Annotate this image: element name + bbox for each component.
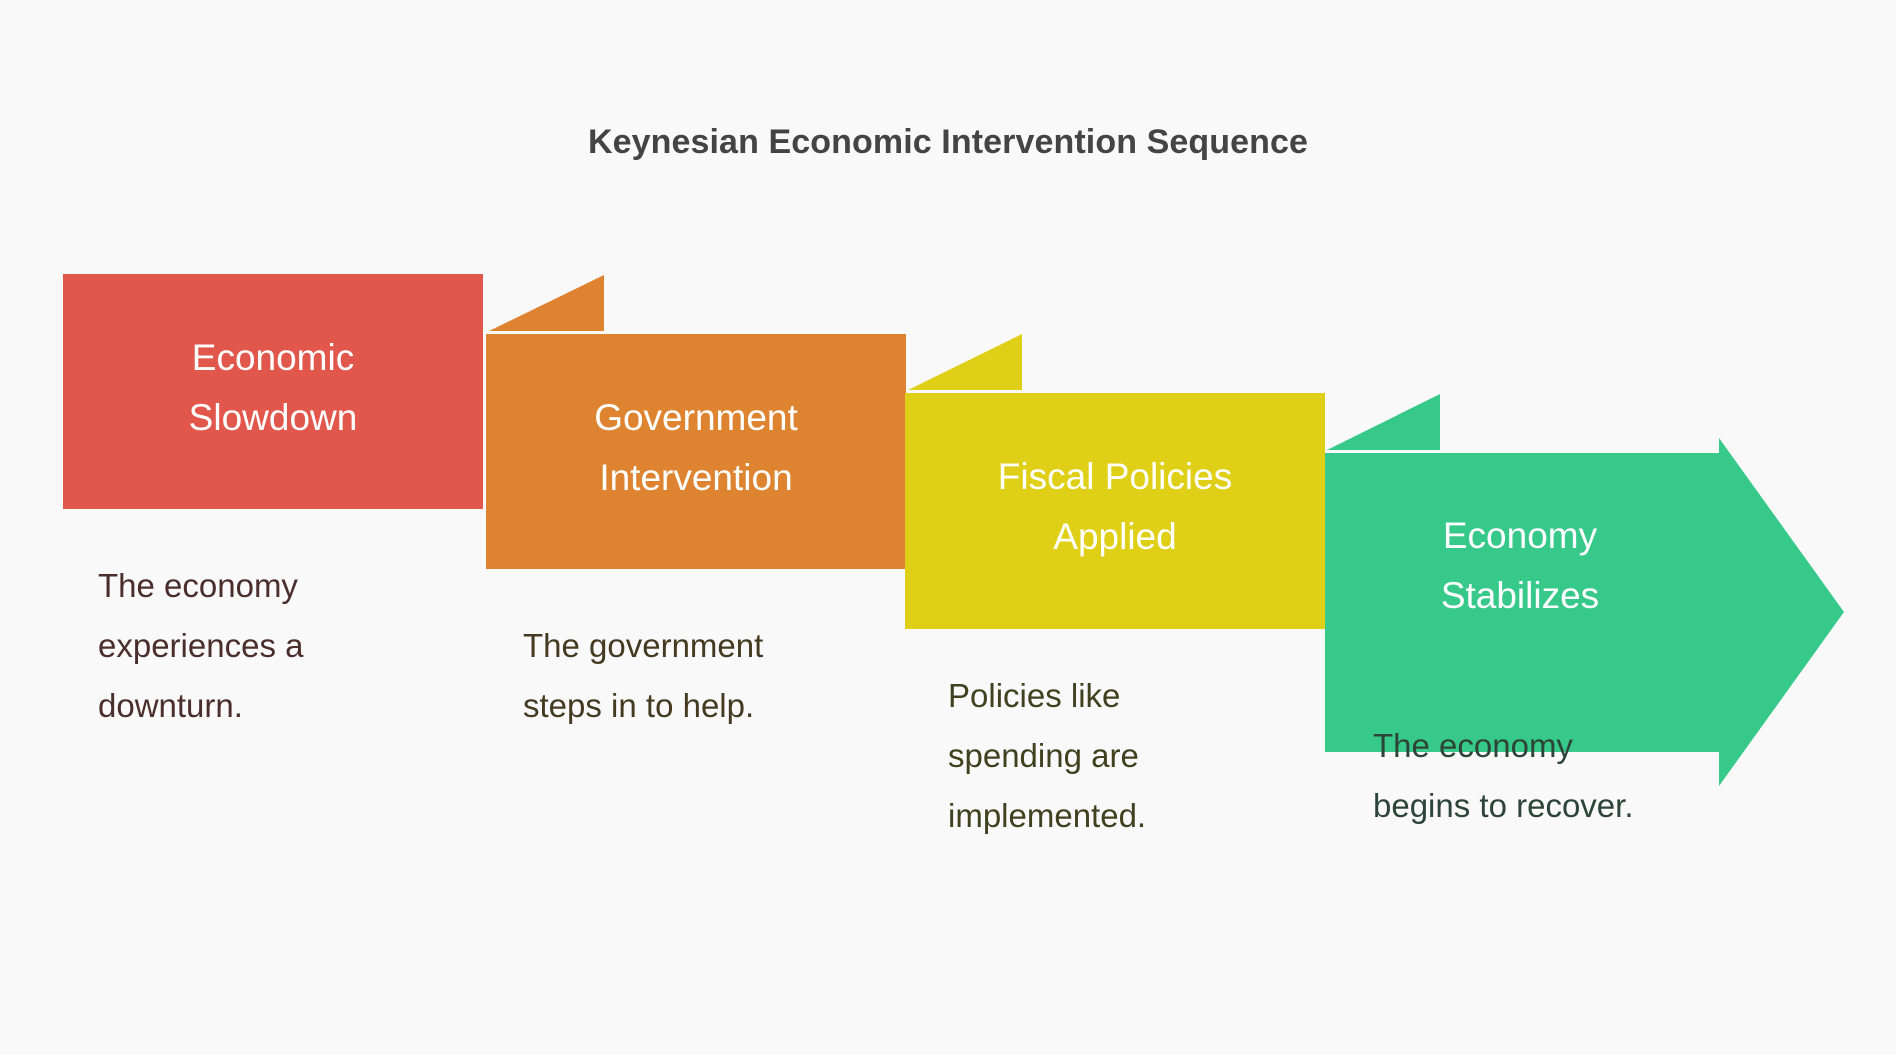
stage-label-4: Economy Stabilizes xyxy=(1325,448,1715,683)
stage-label-1-line1: Economic xyxy=(191,336,355,378)
stage-description-4: The economy begins to recover. xyxy=(1373,727,1634,824)
stage-label-4-line2: Stabilizes xyxy=(1440,574,1600,616)
stage-label-2: Government Intervention xyxy=(486,330,906,565)
stage-label-4-line1: Economy xyxy=(1442,514,1598,556)
stage-label-2-line2: Intervention xyxy=(599,456,793,498)
stage-fold-tab-3 xyxy=(908,334,1022,390)
stage-fold-tab-4 xyxy=(1327,394,1440,450)
stage-description-1: The economy experiences a downturn. xyxy=(98,567,304,724)
stage-description-2: The government steps in to help. xyxy=(523,627,764,724)
stage-label-1-line2: Slowdown xyxy=(188,396,358,438)
stage-label-1: Economic Slowdown xyxy=(63,270,483,505)
stage-shape-3[interactable] xyxy=(905,393,1325,629)
stage-label-2-line1: Government xyxy=(594,396,798,438)
stage-description-3: Policies like spending are implemented. xyxy=(948,677,1147,834)
page-title: Keynesian Economic Intervention Sequence xyxy=(587,123,1309,161)
stage-shape-2[interactable] xyxy=(486,334,906,569)
stage-shape-1[interactable] xyxy=(63,274,483,509)
stage-label-3: Fiscal Policies Applied xyxy=(905,389,1325,624)
stage-shape-4[interactable] xyxy=(1325,438,1844,786)
stage-fold-tab-2 xyxy=(489,275,604,331)
stage-label-3-line2: Applied xyxy=(1053,515,1177,557)
stage-label-3-line1: Fiscal Policies xyxy=(997,455,1233,497)
